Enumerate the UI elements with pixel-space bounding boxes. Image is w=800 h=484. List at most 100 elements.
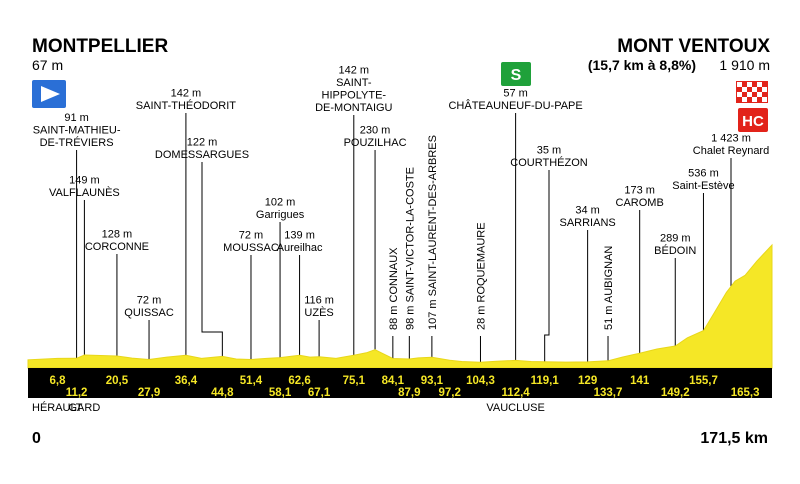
place-label-line: HIPPOLYTE- — [322, 90, 387, 102]
place-label-line: MOUSSAC — [223, 242, 279, 254]
flag-check — [752, 97, 757, 102]
km-mark: 104,3 — [466, 375, 495, 387]
place-label-line: Aureilhac — [277, 242, 323, 254]
km-mark: 36,4 — [175, 375, 198, 387]
place-label-line: CAROMB — [616, 197, 664, 209]
place-stem — [201, 162, 223, 368]
region-label: GARD — [69, 402, 101, 414]
finish-town: MONT VENTOUX — [617, 36, 770, 57]
flag-check — [757, 92, 762, 97]
km-mark: 44,8 — [211, 387, 234, 399]
sprint-letter: S — [511, 67, 522, 84]
km-mark: 141 — [630, 375, 650, 387]
hc-climb-icon: HC — [738, 108, 768, 132]
place-label-line: 128 m — [102, 229, 133, 241]
place-label-line: SAINT-THÉODORIT — [136, 99, 237, 112]
place-label-line: COURTHÉZON — [510, 156, 587, 169]
place-label-line: SAINT- — [336, 77, 372, 89]
place-label-line: 91 m — [64, 112, 88, 124]
km-mark: 87,9 — [398, 387, 420, 399]
place-stem — [544, 170, 550, 368]
place-label-line: 122 m — [187, 137, 218, 149]
hc-label: HC — [742, 113, 764, 130]
place-label-line: Garrigues — [256, 209, 305, 221]
km-mark: 75,1 — [343, 375, 366, 387]
km-mark: 93,1 — [421, 375, 444, 387]
km-mark: 129 — [578, 375, 597, 387]
place-label-line: 149 m — [69, 175, 100, 187]
place-label-line: 142 m — [339, 65, 370, 77]
km-mark: 27,9 — [138, 387, 160, 399]
place-label-line: Saint-Estève — [672, 180, 734, 192]
place-label-line: 57 m — [503, 88, 527, 100]
region-label: VAUCLUSE — [486, 402, 544, 414]
place-label-line: 1 423 m — [711, 133, 751, 145]
place-label-line: 116 m — [304, 295, 334, 307]
km-mark: 20,5 — [106, 375, 129, 387]
km-mark: 155,7 — [689, 375, 718, 387]
place-label-line: SARRIANS — [560, 217, 616, 229]
start-town: MONTPELLIER — [32, 36, 168, 57]
place-label-line: 34 m — [575, 205, 599, 217]
place-label-line: 72 m — [239, 230, 263, 242]
flag-check — [752, 87, 757, 92]
km-mark: 97,2 — [438, 387, 460, 399]
flag-check — [762, 87, 767, 92]
place-label-line: DE-MONTAIGU — [315, 102, 392, 114]
finish-altitude: 1 910 m — [719, 57, 770, 73]
place-label-line: 230 m — [360, 125, 391, 137]
km-mark: 112,4 — [502, 387, 531, 399]
km-mark: 6,8 — [49, 375, 66, 387]
place-label-line: VALFLAUNÈS — [49, 186, 120, 199]
place-label-line: 35 m — [537, 145, 561, 157]
km-mark: 58,1 — [269, 387, 292, 399]
sprint-icon: S — [501, 62, 531, 86]
region-label: HÉRAULT — [32, 401, 83, 414]
start-flag-icon — [32, 80, 66, 108]
flag-check — [742, 87, 747, 92]
elevation-profile-area — [27, 243, 773, 369]
km-band — [28, 368, 772, 398]
place-label-line: 536 m — [688, 168, 719, 180]
km-mark: 133,7 — [594, 387, 623, 399]
vertical-place-label: 98 m SAINT-VICTOR-LA-COSTE — [404, 167, 416, 330]
flag-check — [742, 97, 747, 102]
flag-check — [737, 92, 742, 97]
place-label-line: 142 m — [171, 88, 202, 100]
place-label-line: 173 m — [624, 185, 655, 197]
place-label-line: 102 m — [265, 197, 296, 209]
flag-check — [762, 97, 767, 102]
place-label-line: UZÈS — [304, 306, 333, 319]
place-label-line: 72 m — [137, 295, 161, 307]
finish-checkered-flag-icon — [736, 81, 768, 103]
flag-check — [747, 92, 752, 97]
km-mark: 62,6 — [288, 375, 310, 387]
place-label-line: DOMESSARGUES — [155, 149, 249, 161]
km-mark: 51,4 — [240, 375, 263, 387]
vertical-place-label: 28 m ROQUEMAURE — [475, 222, 487, 330]
km-mark: 84,1 — [382, 375, 405, 387]
place-label-line: QUISSAC — [124, 307, 174, 319]
flag-check — [757, 82, 762, 87]
place-label-line: 139 m — [284, 230, 315, 242]
place-label-line: SAINT-MATHIEU- — [33, 125, 121, 137]
km-mark: 11,2 — [66, 387, 88, 399]
km-mark: 67,1 — [308, 387, 331, 399]
start-km: 0 — [32, 430, 41, 447]
final-climb-stats: (15,7 km à 8,8%) — [588, 57, 696, 73]
flag-check — [737, 82, 742, 87]
place-label-line: POUZILHAC — [344, 137, 407, 149]
place-label-line: CHÂTEAUNEUF-DU-PAPE — [448, 99, 582, 112]
place-label-line: 289 m — [660, 233, 691, 245]
finish-km: 171,5 km — [700, 430, 768, 447]
place-label-line: Chalet Reynard — [693, 145, 769, 157]
start-altitude: 67 m — [32, 57, 63, 73]
km-mark: 165,3 — [731, 387, 760, 399]
